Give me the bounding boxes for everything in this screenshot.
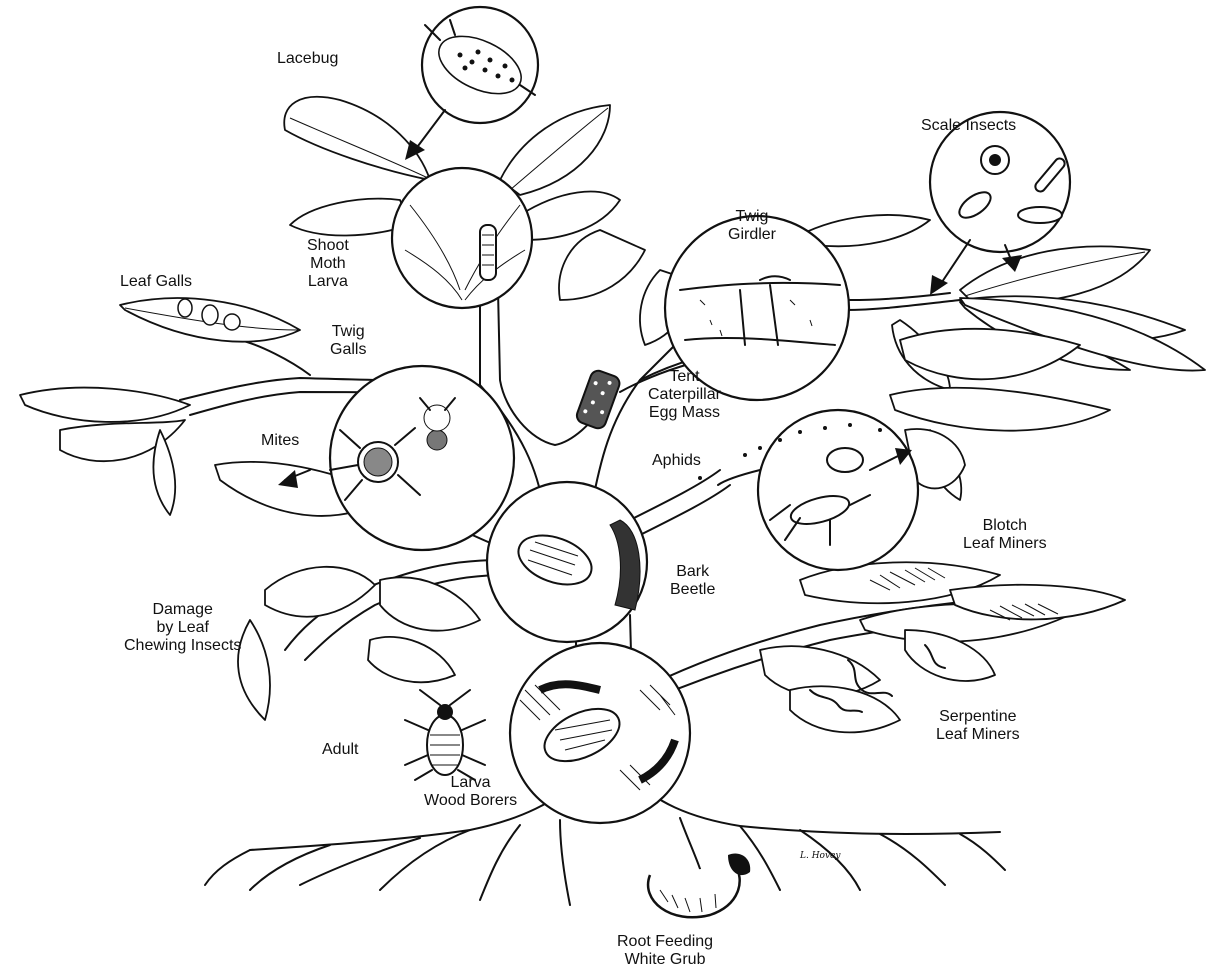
- label-twig-galls: Twig Galls: [330, 323, 366, 359]
- label-twig-girdler: Twig Girdler: [728, 208, 776, 244]
- label-adult: Adult: [322, 741, 358, 759]
- bark-beetle-inset: [487, 482, 647, 642]
- adult-borer-illustration: [405, 690, 485, 780]
- label-tent-caterpillar-egg-mass: Tent Caterpillar Egg Mass: [648, 368, 721, 422]
- lacebug-inset: [405, 7, 538, 160]
- white-grub-illustration: [648, 854, 750, 918]
- shoot-moth-inset: [392, 168, 532, 308]
- label-leaf-galls: Leaf Galls: [120, 273, 192, 291]
- label-blotch-leaf-miners: Blotch Leaf Miners: [963, 517, 1047, 553]
- label-larva-wood-borers: Larva Wood Borers: [424, 774, 517, 810]
- label-aphids: Aphids: [652, 452, 701, 470]
- label-mites: Mites: [261, 432, 299, 450]
- mites-inset: [278, 366, 514, 550]
- artist-signature: L. Hovey: [799, 851, 841, 861]
- aphids-inset: [698, 410, 918, 570]
- label-damage-by-leaf-chewing-insects: Damage by Leaf Chewing Insects: [124, 601, 241, 655]
- label-lacebug: Lacebug: [277, 50, 338, 68]
- label-shoot-moth-larva: Shoot Moth Larva: [307, 237, 349, 291]
- wood-borers-inset: [510, 643, 690, 823]
- label-bark-beetle: Bark Beetle: [670, 563, 715, 599]
- label-serpentine-leaf-miners: Serpentine Leaf Miners: [936, 708, 1020, 744]
- label-root-feeding-white-grub: Root Feeding White Grub: [617, 933, 713, 969]
- label-scale-insects: Scale Insects: [921, 117, 1016, 135]
